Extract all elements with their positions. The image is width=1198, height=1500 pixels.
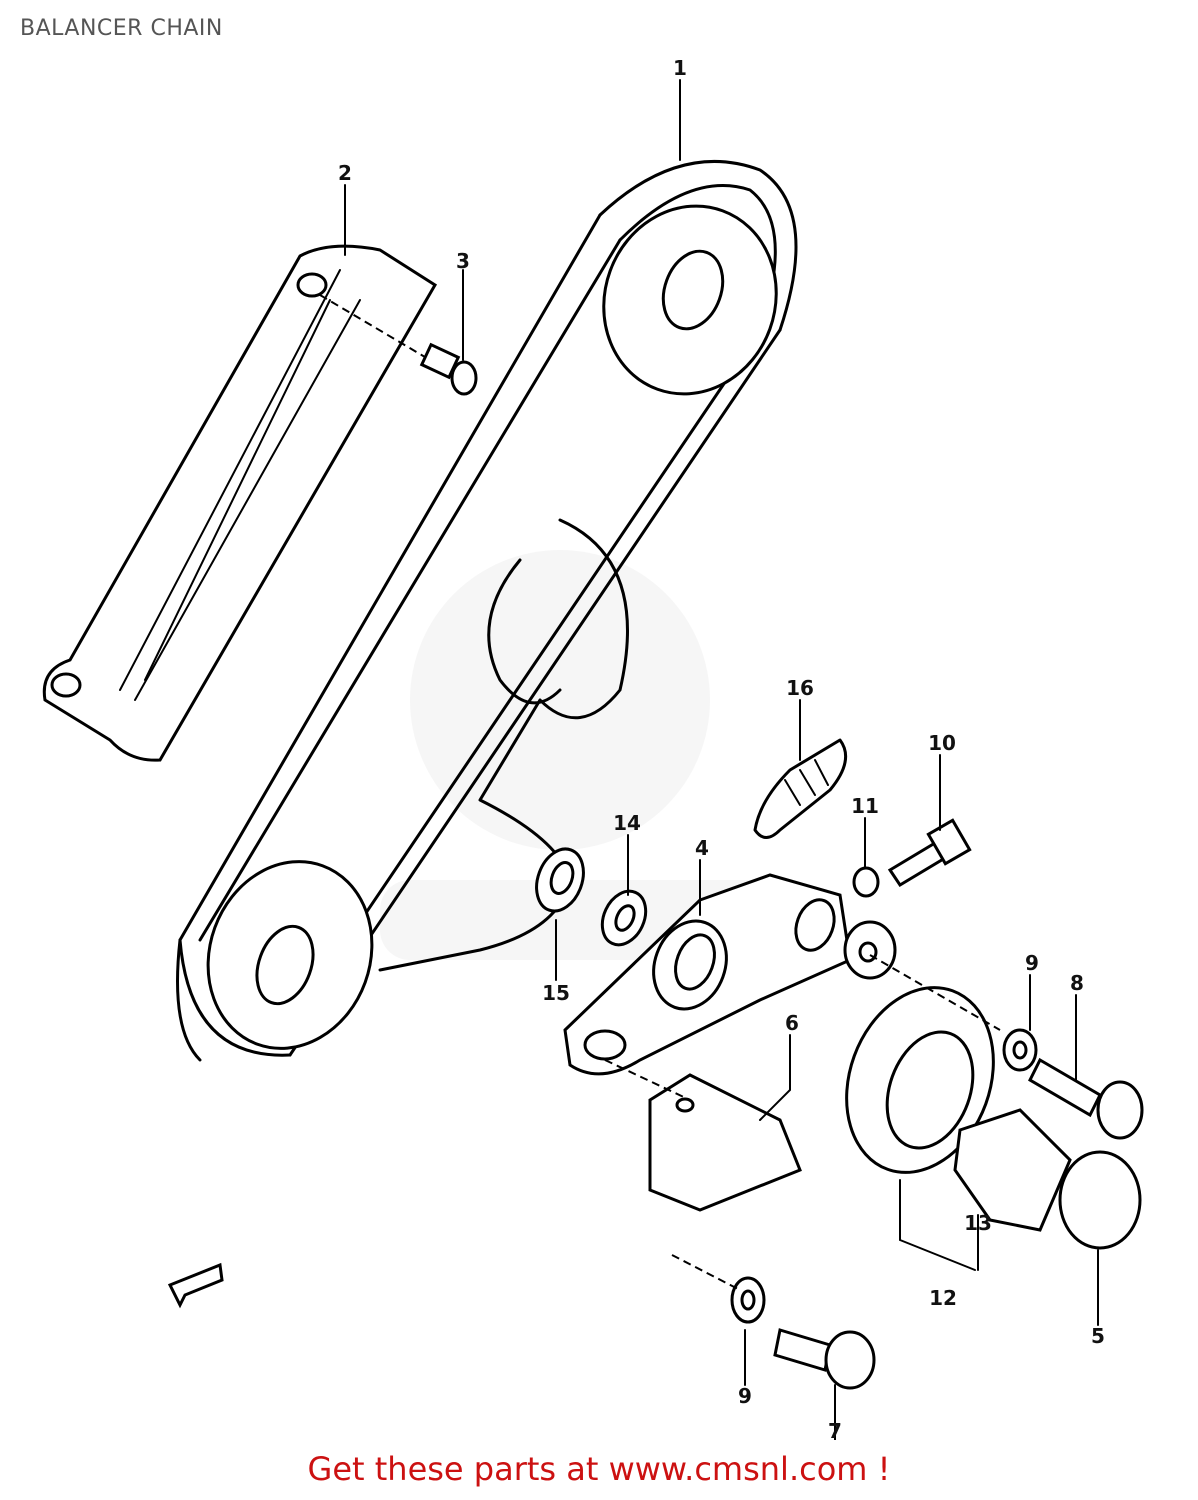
callout-5: 5 — [1091, 1324, 1105, 1348]
callout-15: 15 — [542, 981, 570, 1005]
callout-3: 3 — [456, 249, 470, 273]
callout-7: 7 — [828, 1419, 842, 1440]
callout-11: 11 — [851, 794, 879, 818]
spring-part-16[interactable] — [753, 738, 848, 839]
leader-lines — [344, 79, 1099, 1440]
bolt-part-7[interactable] — [773, 1328, 876, 1390]
front-arrow-icon — [167, 1262, 224, 1309]
screw-part-3[interactable] — [319, 294, 478, 396]
callout-10: 10 — [928, 731, 956, 755]
callout-14: 14 — [613, 811, 641, 835]
callout-16: 16 — [786, 676, 814, 700]
parts-diagram: 1 2 3 16 10 11 14 4 15 9 8 6 13 12 5 9 7 — [42, 56, 1144, 1440]
adjuster-part-5[interactable] — [953, 1108, 1142, 1250]
bushing-part-15[interactable] — [528, 842, 591, 917]
callout-8: 8 — [1070, 971, 1084, 995]
chain-guide-part-2[interactable] — [42, 244, 438, 762]
callouts: 1 2 3 16 10 11 14 4 15 9 8 6 13 12 5 9 7 — [338, 56, 1105, 1440]
tensioner-housing-part-12[interactable] — [822, 920, 1019, 1193]
tensioner-plate-part-4[interactable] — [563, 873, 852, 1076]
nut-part-11[interactable] — [852, 866, 880, 898]
footer-link[interactable]: Get these parts at www.cmsnl.com ! — [307, 1450, 891, 1488]
callout-12: 12 — [929, 1286, 957, 1310]
callout-6: 6 — [785, 1011, 799, 1035]
diagram-title: BALANCER CHAIN — [20, 16, 223, 41]
callout-9-upper: 9 — [1025, 951, 1039, 975]
bolt-part-8[interactable] — [869, 954, 1144, 1140]
callout-13: 13 — [964, 1211, 992, 1235]
washer-part-9-upper[interactable] — [1002, 1028, 1038, 1072]
bolt-part-10[interactable] — [887, 818, 972, 888]
balancer-chain-part-1[interactable] — [176, 159, 803, 1071]
washer-part-14[interactable] — [594, 884, 654, 952]
callout-9-lower: 9 — [738, 1384, 752, 1408]
callout-1: 1 — [673, 56, 687, 80]
callout-2: 2 — [338, 161, 352, 185]
bracket-part-6[interactable] — [604, 1059, 802, 1212]
washer-part-9-lower[interactable] — [671, 1254, 766, 1324]
callout-4: 4 — [695, 836, 709, 860]
